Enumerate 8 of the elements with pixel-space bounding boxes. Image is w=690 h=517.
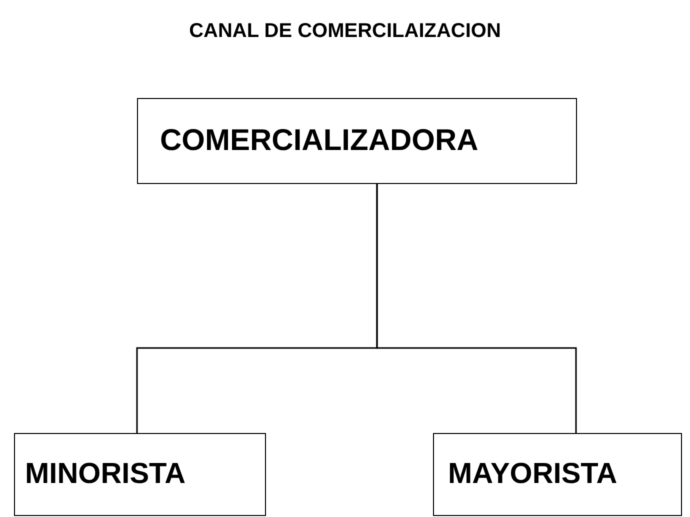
org-box bbox=[137, 98, 577, 184]
org-box bbox=[433, 433, 682, 516]
box-label: MINORISTA bbox=[25, 458, 186, 491]
box-label: MAYORISTA bbox=[448, 458, 618, 491]
org-box bbox=[14, 433, 266, 516]
diagram-title: CANAL DE COMERCILAIZACION bbox=[188, 20, 502, 43]
box-label: COMERCIALIZADORA bbox=[160, 124, 478, 158]
connector-line bbox=[376, 184, 577, 433]
